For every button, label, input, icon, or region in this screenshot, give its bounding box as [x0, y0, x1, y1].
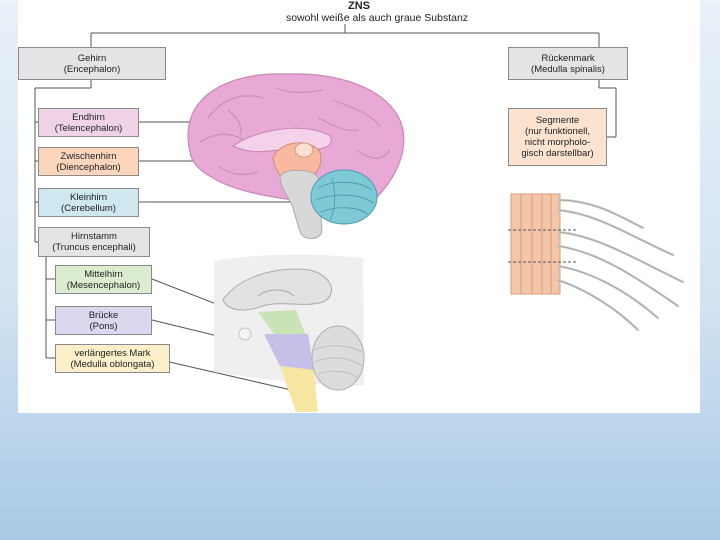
box-mittelhirn-latin: (Mesencephalon): [66, 279, 141, 291]
box-hirnstamm: Hirnstamm (Truncus encephali): [38, 227, 150, 257]
diagram-illustration: [34, 24, 685, 412]
box-kleinhirn-name: Kleinhirn: [70, 191, 107, 203]
box-segmente-title: Segmente: [535, 115, 580, 126]
box-rueckenmark-latin: (Medulla spinalis): [531, 63, 605, 75]
box-bruecke-latin: (Pons): [89, 320, 118, 332]
brainstem-illustration: [214, 254, 365, 412]
diagram-subtitle: sowohl weiße als auch graue Substanz: [285, 12, 469, 24]
box-verlaengertes-latin: (Medulla oblongata): [70, 358, 155, 370]
box-zwischenhirn-name: Zwischenhirn: [60, 150, 117, 162]
box-rueckenmark-name: Rückenmark: [541, 52, 595, 64]
box-zwischenhirn-latin: (Diencephalon): [56, 161, 121, 173]
spinal-cord-illustration: [508, 193, 685, 332]
diagram-title: ZNS: [348, 0, 370, 12]
box-mittelhirn: Mittelhirn (Mesencephalon): [55, 265, 152, 294]
box-rueckenmark: Rückenmark (Medulla spinalis): [508, 47, 628, 80]
brain-illustration: [187, 73, 405, 239]
box-kleinhirn-latin: (Cerebellum): [61, 202, 116, 214]
box-verlaengertes-mark: verlängertes Mark (Medulla oblongata): [55, 344, 170, 373]
box-gehirn-name: Gehirn: [77, 52, 107, 64]
box-segmente-note-2: nicht morpholo-: [524, 137, 591, 148]
box-endhirn-name: Endhirn: [72, 111, 105, 123]
box-verlaengertes-name: verlängertes Mark: [74, 347, 151, 359]
box-endhirn-latin: (Telencephalon): [54, 122, 123, 134]
box-gehirn-latin: (Encephalon): [63, 63, 121, 75]
box-kleinhirn: Kleinhirn (Cerebellum): [38, 188, 139, 217]
box-hirnstamm-latin: (Truncus encephali): [52, 242, 136, 253]
box-zwischenhirn: Zwischenhirn (Diencephalon): [38, 147, 139, 176]
box-gehirn: Gehirn (Encephalon): [18, 47, 166, 80]
box-segmente-note-1: (nur funktionell,: [525, 126, 590, 137]
box-bruecke-name: Brücke: [88, 309, 119, 321]
diagram-panel: ZNS sowohl weiße als auch graue Substanz: [18, 0, 700, 413]
box-segmente-note-3: gisch darstellbar): [521, 148, 594, 159]
box-hirnstamm-name: Hirnstamm: [71, 231, 117, 242]
box-bruecke: Brücke (Pons): [55, 306, 152, 335]
box-endhirn: Endhirn (Telencephalon): [38, 108, 139, 137]
box-segmente: Segmente (nur funktionell, nicht morphol…: [508, 108, 607, 166]
box-mittelhirn-name: Mittelhirn: [84, 268, 123, 280]
